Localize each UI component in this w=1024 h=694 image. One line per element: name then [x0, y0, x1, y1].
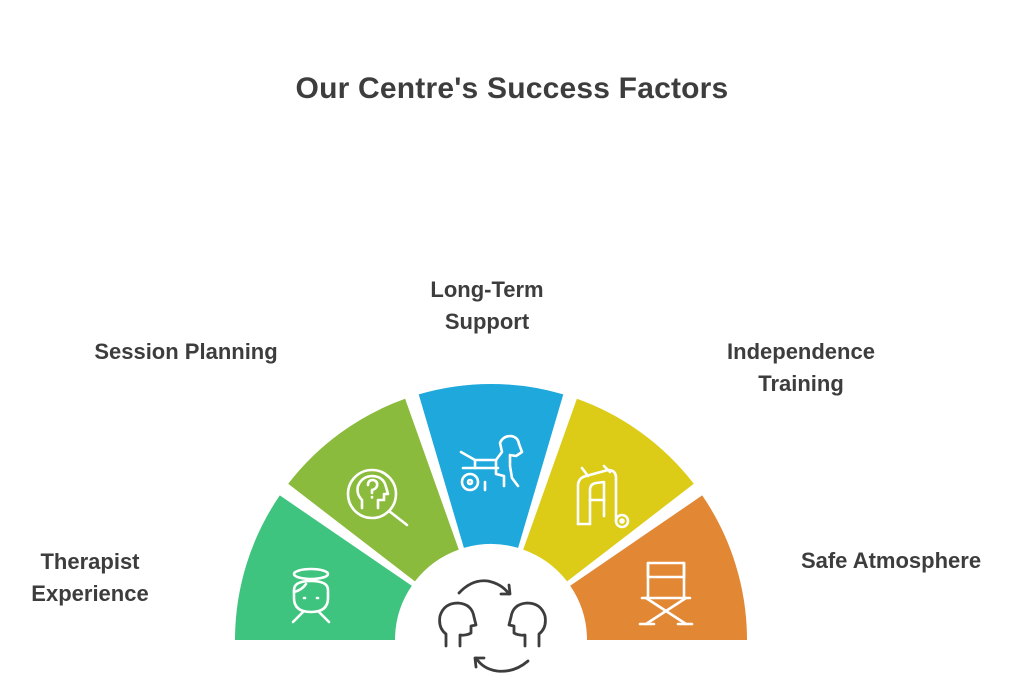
label-line: Safe Atmosphere — [800, 548, 982, 573]
label-therapist-experience: Therapist Experience — [0, 546, 180, 610]
two-heads-exchange-icon — [438, 579, 547, 673]
segment-safe-atmosphere — [570, 495, 747, 640]
diagram-title: Our Centre's Success Factors — [295, 72, 729, 105]
head-question-magnifier-icon — [346, 468, 409, 527]
label-line: Training — [758, 371, 844, 396]
label-line: Long-Term — [430, 277, 544, 302]
label-line: Therapist — [40, 549, 140, 574]
label-independence-training: Independence Training — [690, 336, 912, 400]
segment-independence-training — [523, 398, 694, 582]
label-line: Experience — [31, 581, 149, 606]
label-line: Independence — [727, 339, 875, 364]
segment-therapist-experience — [235, 495, 412, 640]
label-line: Session Planning — [94, 339, 278, 364]
label-safe-atmosphere: Safe Atmosphere — [775, 545, 1007, 577]
label-long-term-support: Long-Term Support — [387, 274, 587, 338]
dog-wheelchair-icon — [459, 434, 524, 492]
director-chair-icon — [638, 561, 694, 626]
walker-icon — [576, 464, 630, 529]
label-session-planning: Session Planning — [40, 336, 332, 368]
label-line: Support — [444, 309, 530, 334]
segment-long-term-support — [418, 383, 564, 548]
therapist-halo-icon — [291, 567, 331, 624]
